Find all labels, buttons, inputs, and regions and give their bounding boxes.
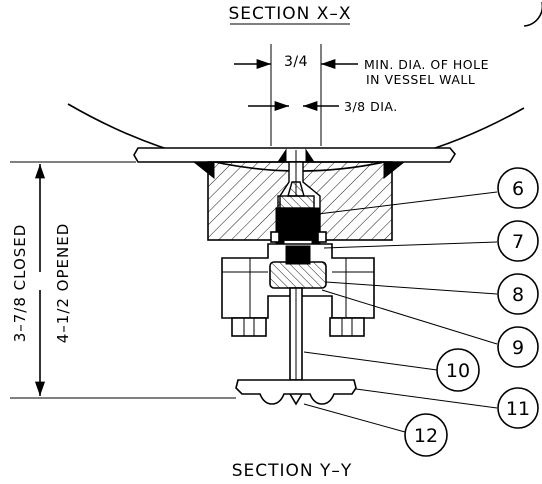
- callout-7-label: 7: [512, 231, 524, 253]
- leader-6: [317, 191, 498, 215]
- callout-9: 9: [497, 326, 539, 368]
- leader-8: [325, 281, 498, 295]
- dim-3-8-label: 3/8 DIA.: [344, 99, 398, 114]
- callout-8: 8: [497, 273, 539, 315]
- callout-10: 10: [436, 348, 480, 392]
- note-min-dia-line1: MIN. DIA. OF HOLE: [364, 57, 489, 72]
- packing-lower: [285, 245, 311, 265]
- leader-11: [355, 388, 498, 409]
- spacer-right: [317, 231, 327, 243]
- callout-9-label: 9: [512, 337, 524, 359]
- section-x-title: SECTION X–X: [228, 4, 351, 24]
- spacer-left: [270, 231, 280, 243]
- handle: [235, 379, 357, 405]
- section-y-title: SECTION Y–Y: [232, 461, 353, 481]
- leader-12: [303, 403, 406, 433]
- callout-12-label: 12: [414, 425, 438, 447]
- callout-7: 7: [497, 220, 539, 262]
- handle-tip: [289, 393, 303, 406]
- note-min-dia-line2: IN VESSEL WALL: [366, 72, 475, 87]
- plug-cap: [277, 195, 315, 209]
- hex-nut-right: [329, 317, 365, 337]
- callout-12: 12: [404, 413, 448, 457]
- leader-9: [321, 289, 498, 345]
- callout-6-label: 6: [512, 178, 524, 200]
- leader-7: [323, 241, 498, 249]
- hex-nut-left: [231, 317, 267, 337]
- callout-10-label: 10: [446, 360, 470, 382]
- gland-nut: [269, 261, 327, 289]
- callout-11-label: 11: [506, 398, 530, 420]
- callout-8-label: 8: [512, 284, 524, 306]
- callout-11: 11: [497, 387, 539, 429]
- dim-opened-label: 4–1/2 OPENED: [54, 223, 72, 344]
- dim-closed-label: 3–7/8 CLOSED: [11, 224, 29, 343]
- cropped-bubble: [523, 2, 542, 27]
- leader-10: [303, 351, 438, 371]
- dim-3-4-label: 3/4: [284, 54, 308, 70]
- callout-6: 6: [497, 167, 539, 209]
- flange-plate: [133, 147, 456, 163]
